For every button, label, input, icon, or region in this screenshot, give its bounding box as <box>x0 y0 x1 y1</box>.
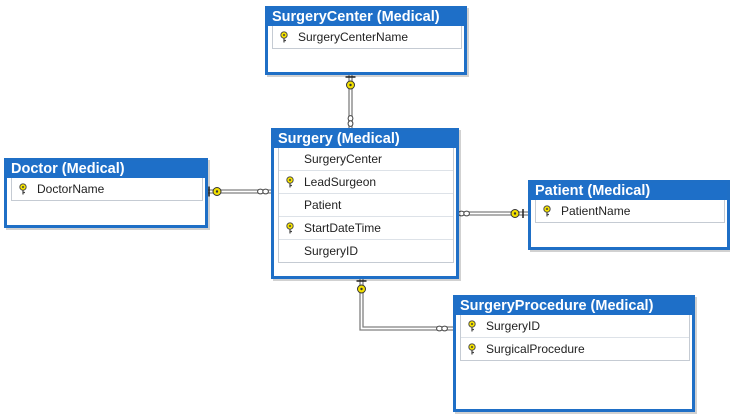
infinity-icon <box>257 188 269 195</box>
column-row[interactable]: DoctorName <box>12 178 202 200</box>
key-icon <box>468 320 476 332</box>
infinity-icon <box>347 115 354 127</box>
table-surgerycenter[interactable]: SurgeryCenter (Medical) SurgeryCenterNam… <box>265 6 467 75</box>
key-icon <box>357 284 366 294</box>
column-row[interactable]: SurgeryID <box>279 240 453 262</box>
column-list: SurgeryCenterName <box>272 26 462 49</box>
key-icon <box>286 222 294 234</box>
table-title[interactable]: Doctor (Medical) <box>7 161 205 178</box>
column-row[interactable]: LeadSurgeon <box>279 171 453 194</box>
table-title[interactable]: SurgeryCenter (Medical) <box>268 9 464 26</box>
column-name: StartDateTime <box>304 221 381 235</box>
table-title[interactable]: Patient (Medical) <box>531 183 727 200</box>
column-name: DoctorName <box>37 182 105 196</box>
column-name: SurgicalProcedure <box>486 342 585 356</box>
infinity-icon <box>458 210 470 217</box>
column-row[interactable]: SurgeryCenterName <box>273 26 461 48</box>
table-title[interactable]: SurgeryProcedure (Medical) <box>456 298 692 315</box>
column-row[interactable]: StartDateTime <box>279 217 453 240</box>
key-icon <box>280 31 288 43</box>
key-icon <box>510 209 520 218</box>
table-title[interactable]: Surgery (Medical) <box>274 131 456 148</box>
relationship-surgery-patient[interactable] <box>455 209 528 218</box>
key-icon <box>212 187 222 196</box>
table-patient[interactable]: Patient (Medical) PatientName <box>528 180 730 250</box>
column-row[interactable]: SurgeryCenter <box>279 148 453 171</box>
column-list: PatientName <box>535 200 725 223</box>
key-icon <box>543 205 551 217</box>
column-name: LeadSurgeon <box>304 175 377 189</box>
key-icon <box>19 183 27 195</box>
column-name: SurgeryCenterName <box>298 30 409 44</box>
column-list: SurgeryCenter LeadSurgeon Patient StartD… <box>278 148 454 263</box>
table-surgeryprocedure[interactable]: SurgeryProcedure (Medical) SurgeryID Sur… <box>453 295 695 412</box>
column-row[interactable]: Patient <box>279 194 453 217</box>
relationship-surgeryprocedure-surgery[interactable] <box>356 276 454 332</box>
column-row[interactable]: SurgicalProcedure <box>461 338 689 360</box>
relationship-surgery-surgerycenter[interactable] <box>345 74 356 128</box>
table-doctor[interactable]: Doctor (Medical) DoctorName <box>4 158 208 228</box>
column-list: SurgeryID SurgicalProcedure <box>460 315 690 361</box>
column-name: Patient <box>304 198 342 212</box>
column-name: PatientName <box>561 204 631 218</box>
relationship-surgery-doctor[interactable] <box>207 186 271 197</box>
column-list: DoctorName <box>11 178 203 201</box>
column-name: SurgeryCenter <box>304 152 383 166</box>
key-icon <box>468 343 476 355</box>
table-surgery[interactable]: Surgery (Medical) SurgeryCenter LeadSurg… <box>271 128 459 279</box>
column-row[interactable]: SurgeryID <box>461 315 689 338</box>
infinity-icon <box>436 325 448 332</box>
column-name: SurgeryID <box>304 244 359 258</box>
column-row[interactable]: PatientName <box>536 200 724 222</box>
key-icon <box>286 176 294 188</box>
column-name: SurgeryID <box>486 319 541 333</box>
key-icon <box>346 80 355 90</box>
